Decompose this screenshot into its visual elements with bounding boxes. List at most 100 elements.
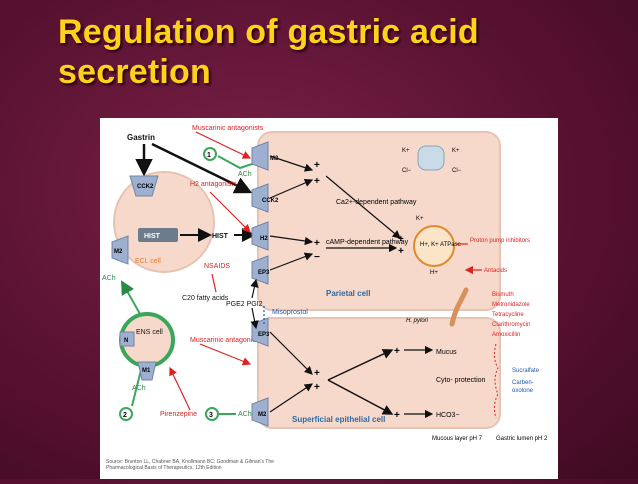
- ion-channel: [417, 145, 445, 171]
- h2-inhibition-line: [209, 191, 251, 233]
- ach-label-ecl: ACh: [102, 275, 116, 282]
- gastric-lumen-label: Gastric lumen pH 2: [496, 436, 548, 442]
- plus-h2: +: [314, 238, 320, 249]
- site-2-circle: [119, 407, 133, 421]
- plus-superficial-2: +: [314, 382, 320, 393]
- mucus-pathway-arrow: [327, 349, 394, 381]
- hist-granule: [138, 228, 178, 242]
- site-1-circle: [203, 147, 217, 161]
- sucralfate-item: Carben-: [512, 380, 534, 386]
- proton-pump-inhibitors-label: Proton pump inhibitors: [470, 238, 530, 244]
- superficial-cell-label: Superficial epithelial cell: [292, 415, 385, 424]
- regulation-diagram: Parietal cell Superficial epithelial cel…: [102, 125, 548, 442]
- hco3-label: HCO3−: [436, 412, 460, 419]
- h2-receptor: [251, 221, 269, 251]
- sucralfate-item: Sucralfate: [512, 368, 540, 374]
- cck2-ecl-label: CCK2: [137, 184, 154, 190]
- antibiotic-item: Bismuth: [492, 292, 514, 298]
- superficial-cell-body: [257, 317, 501, 429]
- h-pylori-label: H. pylori: [406, 318, 429, 324]
- ens-to-m2-ecl-path: [121, 280, 141, 315]
- ep3-signal-arrow: [269, 252, 314, 271]
- hist-label: HIST: [144, 233, 161, 240]
- antibiotic-item: Amoxicillin: [492, 332, 520, 338]
- cl-minus-in: Cl−: [402, 168, 412, 174]
- source-citation: Source: Brunton LL, Chabner BA, Knollman…: [106, 459, 274, 471]
- slide-title: Regulation of gastric acid secretion: [58, 13, 479, 91]
- parietal-cell-label: Parietal cell: [326, 289, 370, 298]
- mucous-layer-label: Mucous layer pH 7: [432, 436, 483, 442]
- cl-minus-out: Cl−: [452, 168, 462, 174]
- m2-ecl-receptor: [111, 235, 129, 265]
- minus-ep3: −: [314, 252, 320, 263]
- plus-mucus: +: [394, 346, 400, 357]
- h2-antagonists-label: H2 antagonists: [190, 181, 237, 188]
- plus-superficial-1: +: [314, 368, 320, 379]
- site-3-label: 3: [209, 412, 213, 419]
- mucus-label: Mucus: [436, 349, 457, 356]
- cytoprotective-drug-list: Sucralfate Carben- oxolone: [512, 368, 540, 394]
- pge-pgi-label: PGE2 PGI2: [226, 301, 263, 308]
- antibiotic-item: Metronidazole: [492, 302, 530, 308]
- gastric-acid-regulation-figure: Parietal cell Superficial epithelial cel…: [100, 118, 558, 479]
- n-receptor-label: N: [124, 338, 128, 344]
- muscarinic-antagonists-label-2: Muscarinic antagonists: [190, 337, 262, 344]
- pge-to-ep3-arrow-1: [250, 278, 259, 299]
- antacids-label: Antacids: [484, 268, 507, 274]
- m3-label: M3: [270, 156, 279, 162]
- m3-signal-arrow: [269, 155, 314, 172]
- plus-atpase-1: +: [398, 234, 404, 245]
- mucus-layer-boundary: [493, 343, 499, 419]
- atpase-label: H+, K+ ATPase: [420, 242, 462, 248]
- m2-superficial-receptor: [251, 397, 269, 427]
- nsaids-label: NSAIDS: [204, 263, 230, 270]
- cck2-signal-arrow: [269, 178, 314, 199]
- k-plus-out: K+: [452, 148, 460, 154]
- antibiotic-item: Clarithromycin: [492, 322, 530, 328]
- nsaids-inhibition-line: [211, 273, 217, 293]
- site-2-label: 2: [123, 412, 127, 419]
- misoprostol-label: Misoprostol: [272, 309, 308, 316]
- gastrin-label: Gastrin: [127, 133, 155, 142]
- plus-hco3: +: [394, 410, 400, 421]
- pirenzepine-label: Pirenzepine: [160, 411, 197, 418]
- m2-superficial-arrow: [269, 383, 313, 413]
- h-plus-out: H+: [430, 270, 438, 276]
- ecl-cell-body: [113, 171, 215, 273]
- antibiotic-list: Bismuth Metronidazole Tetracycline Clari…: [492, 292, 530, 338]
- cck2-parietal-receptor: [251, 183, 269, 213]
- ach-label-m3: ACh: [238, 171, 252, 178]
- plus-cck2: +: [314, 176, 320, 187]
- ecl-cell-label: ECL cell: [135, 258, 161, 265]
- k-plus-in: K+: [402, 148, 410, 154]
- hist-released-label: HIST: [212, 233, 229, 240]
- cck2-parietal-label: CCK2: [262, 198, 279, 204]
- ep3-superficial-label: EP3: [258, 332, 270, 338]
- site-1-label: 1: [207, 152, 211, 159]
- m1-label: M1: [142, 368, 151, 374]
- h2-label: H2: [260, 236, 268, 242]
- ca-pathway-label: Ca2+-dependent pathway: [336, 199, 417, 206]
- m2-ecl-label: M2: [114, 249, 123, 255]
- c20-fatty-acids-label: C20 fatty acids: [182, 295, 229, 302]
- ens-cell-label-1: ENS cell: [136, 329, 163, 336]
- k-plus-atpase: K+: [416, 216, 424, 222]
- pirenzepine-inhibition-line: [169, 366, 191, 411]
- gastrin-to-parietal-arrow: [151, 142, 253, 194]
- ca-pathway-arrow: [325, 175, 401, 239]
- ep3-parietal-label: EP3: [258, 270, 270, 276]
- camp-pathway-label: cAMP-dependent pathway: [326, 239, 409, 246]
- muscarinic-inhibition-line-1: [195, 131, 252, 159]
- atpase-pump: [413, 225, 455, 267]
- pge-to-ep3-arrow-2: [250, 307, 259, 330]
- ach-label-m2: ACh: [238, 411, 252, 418]
- ach-label-m1: ACh: [132, 385, 146, 392]
- plus-atpase-2: +: [398, 246, 404, 257]
- antibiotic-item: Tetracycline: [492, 312, 524, 318]
- h-pylori-bacterium: [449, 287, 469, 327]
- ep3-parietal-receptor: [251, 255, 269, 285]
- m2-superficial-label: M2: [258, 412, 267, 418]
- hco3-pathway-arrow: [327, 379, 394, 415]
- muscarinic-inhibition-line-2: [199, 343, 252, 366]
- h2-signal-arrow: [269, 235, 314, 246]
